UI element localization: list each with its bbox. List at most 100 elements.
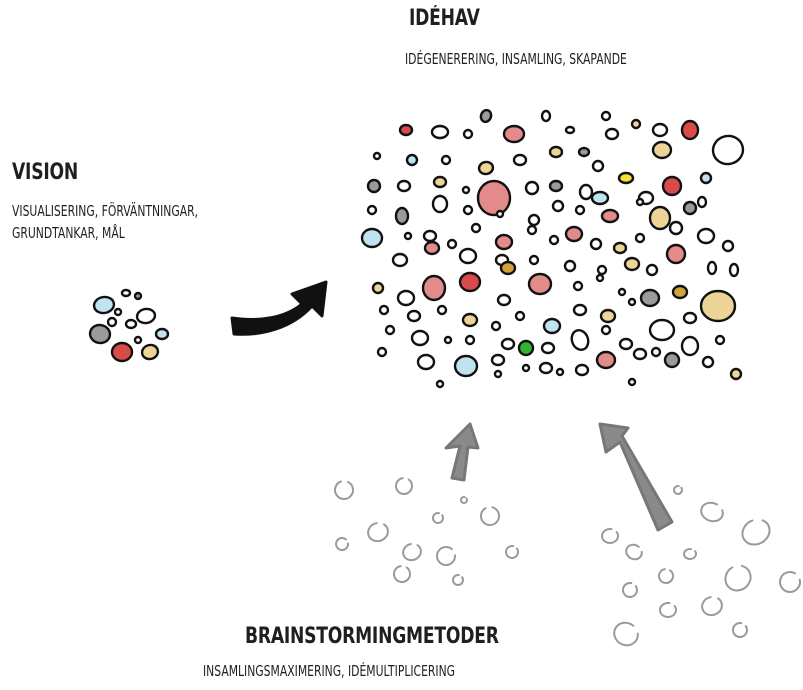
idea-bubble bbox=[574, 204, 586, 216]
idea-bubble bbox=[627, 377, 637, 387]
idea-bubble bbox=[458, 247, 478, 265]
sketch-bubble bbox=[724, 564, 752, 592]
sketch-bubble bbox=[622, 582, 638, 598]
idea-bubble bbox=[391, 252, 409, 268]
vision-subtitle: VISUALISERING, FÖRVÄNTNINGAR, GRUNDTANKA… bbox=[12, 200, 198, 244]
sketch-bubble bbox=[625, 543, 643, 561]
idea-bubble bbox=[493, 369, 503, 379]
idea-bubble bbox=[590, 190, 610, 206]
idea-bubble bbox=[600, 324, 612, 336]
idea-bubble bbox=[627, 297, 637, 307]
gray-arrow-right bbox=[598, 422, 674, 532]
idea-bubble bbox=[376, 346, 388, 358]
idea-bubble bbox=[431, 194, 449, 214]
idea-bubble bbox=[403, 231, 413, 241]
idea-bubble bbox=[476, 179, 512, 217]
idea-bubble bbox=[551, 199, 565, 213]
idea-bubble bbox=[572, 303, 588, 317]
idea-bubble bbox=[668, 220, 684, 236]
idea-bubble bbox=[671, 284, 689, 300]
idea-bubble bbox=[154, 327, 170, 341]
idea-bubble bbox=[540, 341, 556, 355]
sketch-bubble bbox=[335, 537, 349, 551]
idea-bubble bbox=[140, 343, 160, 361]
idea-bubble bbox=[470, 222, 482, 234]
idea-bubble bbox=[682, 311, 698, 325]
idea-bubble bbox=[443, 335, 453, 345]
idea-bubble bbox=[527, 213, 541, 227]
idea-bubble bbox=[651, 122, 669, 138]
idea-bubble bbox=[394, 206, 410, 226]
idea-bubble bbox=[494, 233, 514, 251]
idea-bubble bbox=[540, 109, 552, 123]
idea-bubble bbox=[591, 159, 605, 173]
idea-bubble bbox=[542, 317, 562, 335]
idea-bubble bbox=[110, 341, 134, 363]
idea-bubble bbox=[639, 288, 661, 308]
idea-bubble bbox=[706, 260, 718, 276]
idea-bubble bbox=[120, 288, 132, 298]
idea-bubble bbox=[528, 254, 540, 266]
idea-bubble bbox=[577, 146, 591, 158]
idea-bubble bbox=[650, 346, 662, 358]
sketch-bubble bbox=[613, 621, 639, 647]
idea-bubble bbox=[479, 108, 493, 124]
sketch-bubble bbox=[395, 477, 413, 495]
idea-bubble bbox=[696, 195, 708, 209]
sketch-bubble bbox=[393, 565, 411, 583]
idea-bubble bbox=[595, 273, 605, 283]
idea-bubble bbox=[423, 240, 441, 256]
idehav-subtitle: IDÉGENERERING, INSAMLING, SKAPANDE bbox=[405, 50, 627, 68]
idea-bubble bbox=[521, 363, 531, 373]
sketch-bubble bbox=[334, 480, 354, 500]
sketch-bubble bbox=[432, 512, 444, 524]
sketch-bubble bbox=[673, 485, 683, 495]
sketch-bubble bbox=[658, 568, 674, 584]
idea-bubble bbox=[517, 339, 535, 357]
idea-bubble bbox=[563, 259, 577, 273]
idea-bubble bbox=[366, 178, 382, 194]
idea-bubble bbox=[645, 263, 659, 277]
idea-bubble bbox=[440, 154, 452, 166]
sketch-bubble bbox=[701, 596, 723, 617]
idea-bubble bbox=[548, 234, 560, 246]
idea-bubble bbox=[462, 204, 474, 216]
idea-bubble bbox=[527, 272, 553, 296]
idea-bubble bbox=[680, 335, 700, 357]
idea-bubble bbox=[648, 318, 676, 342]
idea-bubble bbox=[570, 329, 590, 351]
idea-bubble bbox=[728, 262, 740, 278]
idea-bubble bbox=[600, 208, 620, 224]
sketch-bubble bbox=[659, 602, 677, 618]
idea-bubble bbox=[88, 323, 112, 345]
idea-bubble bbox=[635, 197, 645, 207]
idea-bubble bbox=[618, 337, 634, 351]
idea-bubble bbox=[714, 334, 726, 346]
black-arrow bbox=[230, 280, 328, 336]
idea-bubble bbox=[405, 153, 419, 167]
idea-bubble bbox=[366, 204, 378, 216]
sketch-bubble bbox=[505, 545, 519, 559]
gray-arrow-left bbox=[444, 422, 480, 482]
idea-bubble bbox=[495, 209, 505, 219]
idea-bubble bbox=[398, 123, 414, 137]
idea-bubble bbox=[92, 295, 116, 315]
brainstorming-bubbles-left bbox=[334, 477, 519, 586]
idea-bubble bbox=[701, 355, 715, 369]
idea-bubble bbox=[422, 229, 438, 243]
idea-bubble bbox=[432, 175, 448, 189]
sketch-bubble bbox=[601, 528, 619, 544]
idea-bubble bbox=[564, 125, 576, 135]
idea-bubble bbox=[477, 160, 495, 176]
idea-bubble bbox=[396, 179, 412, 193]
sketch-bubble bbox=[367, 522, 389, 543]
idea-bubble bbox=[435, 379, 445, 389]
idea-bubble bbox=[623, 256, 641, 272]
idea-bubble bbox=[711, 134, 745, 166]
idea-bubble bbox=[600, 110, 612, 122]
idea-bubble bbox=[133, 291, 143, 301]
sketch-bubble bbox=[460, 496, 468, 504]
idea-bubble bbox=[490, 320, 502, 332]
idea-bubble bbox=[589, 237, 603, 251]
